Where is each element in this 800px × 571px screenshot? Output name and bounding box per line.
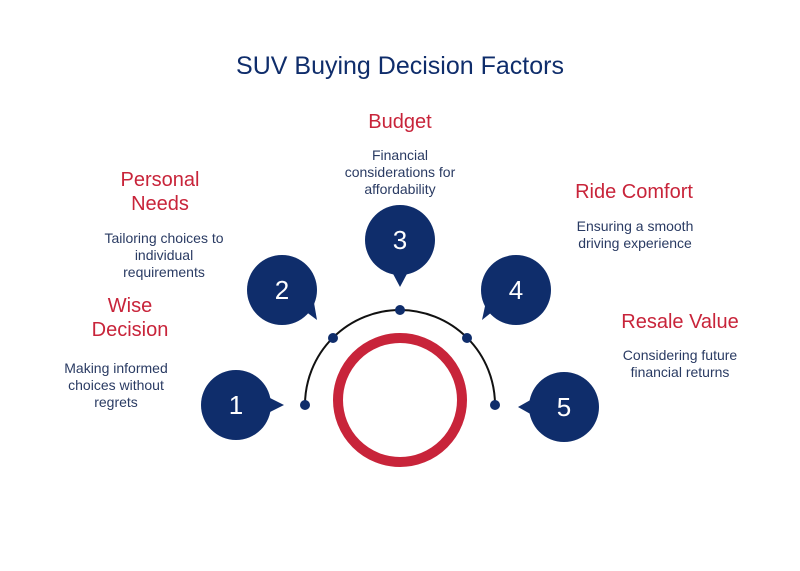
factor-1-title: Wise Decision xyxy=(91,295,169,341)
factor-4-number: 4 xyxy=(509,275,523,305)
factor-2-bubble: 2 xyxy=(247,255,317,325)
factor-3-number: 3 xyxy=(393,225,407,255)
factor-3-bubble: 3 xyxy=(365,205,435,287)
arc-dot-1 xyxy=(300,400,310,410)
factor-1-number: 1 xyxy=(229,390,243,420)
page-title: SUV Buying Decision Factors xyxy=(236,52,564,80)
factor-3-desc: Financial considerations for affordabili… xyxy=(344,147,456,197)
connector-arc xyxy=(304,309,496,406)
arc-dot-4 xyxy=(462,333,472,343)
factor-5-bubble: 5 xyxy=(518,372,599,442)
factor-1-bubble: 1 xyxy=(201,370,284,440)
factor-5-title: Resale Value xyxy=(621,311,739,333)
center-ring xyxy=(333,333,467,467)
arc-dot-2 xyxy=(328,333,338,343)
factor-3-title: Budget xyxy=(368,111,432,133)
factor-2-title: Personal Needs xyxy=(120,169,200,215)
factor-4-bubble: 4 xyxy=(481,255,551,325)
arc-dot-3 xyxy=(395,305,405,315)
factor-2-desc: Tailoring choices to individual requirem… xyxy=(104,230,224,280)
factor-4-title: Ride Comfort xyxy=(575,181,693,203)
factor-1-desc: Making informed choices without regrets xyxy=(64,360,168,410)
factor-5-desc: Considering future financial returns xyxy=(622,347,738,380)
factor-2-number: 2 xyxy=(275,275,289,305)
factor-5-number: 5 xyxy=(557,392,571,422)
arc-dot-5 xyxy=(490,400,500,410)
factor-4-desc: Ensuring a smooth driving experience xyxy=(576,218,694,251)
